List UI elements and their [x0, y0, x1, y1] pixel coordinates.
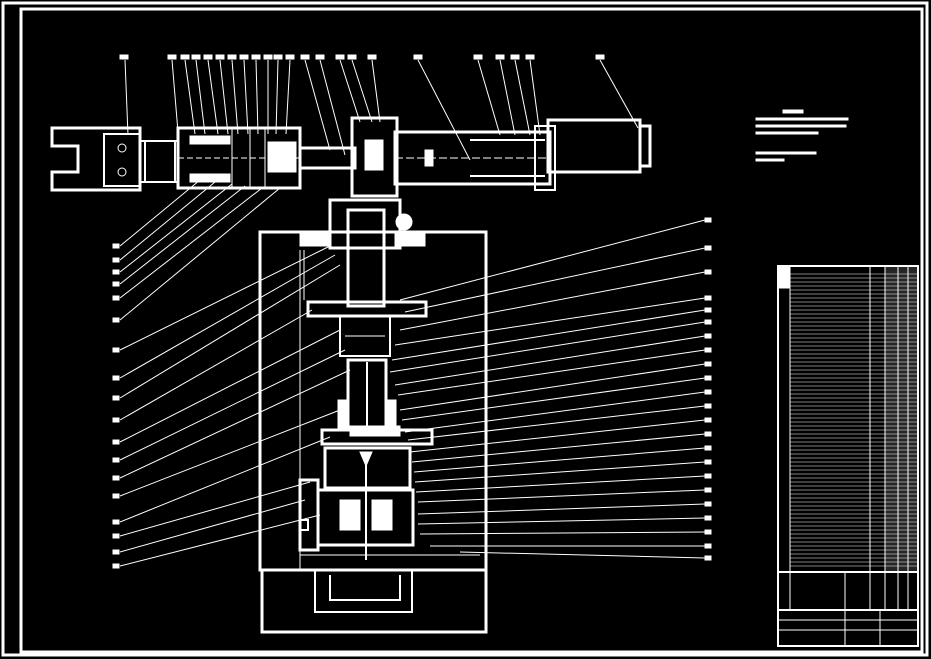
base-flange [314, 570, 413, 613]
arm-cylinder [393, 125, 556, 191]
wrist-housing [176, 126, 302, 190]
leader-lines-top [124, 59, 639, 161]
upper-arm-assembly [50, 116, 652, 198]
bottom-gear-set [298, 446, 415, 560]
balloon-marks-left [112, 243, 120, 569]
drive-motor [546, 118, 652, 174]
base-pedestal [260, 568, 488, 634]
parts-list-rows [790, 273, 918, 567]
inner-frame [19, 7, 924, 654]
shoulder-joint-block [298, 116, 399, 198]
leader-lines-right [389, 219, 706, 559]
title-block [777, 265, 919, 647]
gripper-claw [50, 126, 178, 192]
vertical-shaft [346, 208, 386, 308]
technical-requirements-note [755, 109, 849, 162]
balloon-marks-right [704, 217, 712, 561]
column-assembly [258, 198, 488, 634]
balloon-marks-top [119, 54, 605, 60]
leader-lines-left [119, 179, 351, 567]
